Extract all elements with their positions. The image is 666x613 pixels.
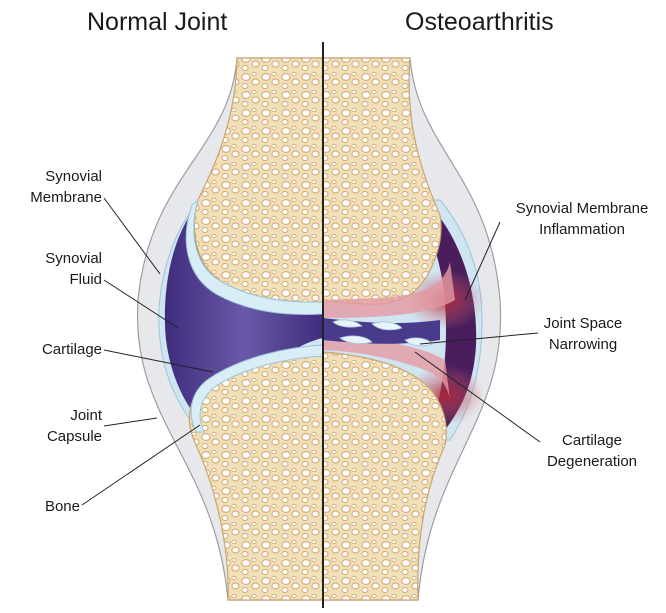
label-synovial-fluid: Synovial Fluid — [10, 248, 102, 290]
label-joint-capsule: Joint Capsule — [10, 405, 102, 447]
label-cartilage: Cartilage — [10, 339, 102, 360]
title-normal-joint: Normal Joint — [87, 8, 227, 37]
title-osteoarthritis: Osteoarthritis — [405, 8, 554, 37]
label-cartilage-degeneration: Cartilage Degeneration — [528, 430, 656, 472]
leader-joint-capsule — [104, 418, 157, 426]
label-joint-space-narrowing: Joint Space Narrowing — [522, 313, 644, 355]
label-bone: Bone — [10, 496, 80, 517]
label-synovial-membrane-inflammation: Synovial Membrane Inflammation — [498, 198, 666, 240]
label-synovial-membrane: Synovial Membrane — [10, 166, 102, 208]
lower-bone — [189, 352, 446, 600]
